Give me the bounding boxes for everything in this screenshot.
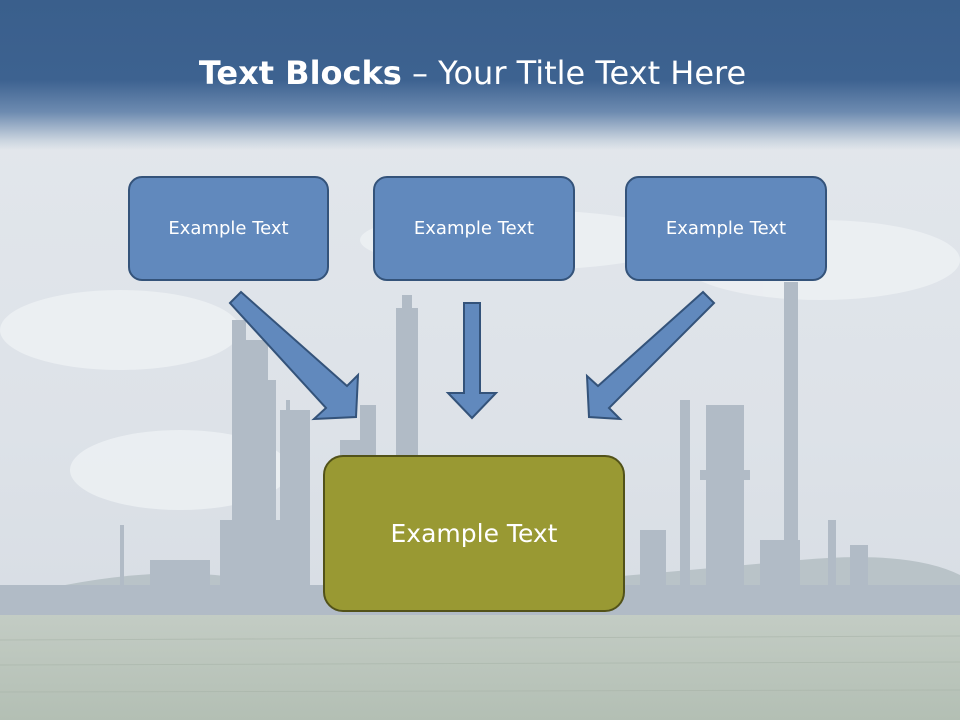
text-block-3[interactable]: Example Text: [625, 176, 827, 281]
arrow-center: [445, 302, 499, 420]
arrow-left: [228, 290, 360, 421]
text-block-2[interactable]: Example Text: [373, 176, 575, 281]
text-block-1[interactable]: Example Text: [128, 176, 329, 281]
text-block-2-label: Example Text: [413, 218, 535, 239]
text-block-1-label: Example Text: [168, 218, 289, 239]
page-title: Text Blocks – Your Title Text Here: [0, 54, 945, 92]
arrow-right: [585, 290, 716, 421]
title-rest: – Your Title Text Here: [401, 54, 747, 92]
text-block-3-label: Example Text: [665, 218, 787, 239]
center-text-block-label: Example Text: [390, 519, 558, 548]
title-bar: [0, 0, 960, 150]
center-text-block[interactable]: Example Text: [323, 455, 625, 612]
title-bold: Text Blocks: [198, 54, 402, 92]
